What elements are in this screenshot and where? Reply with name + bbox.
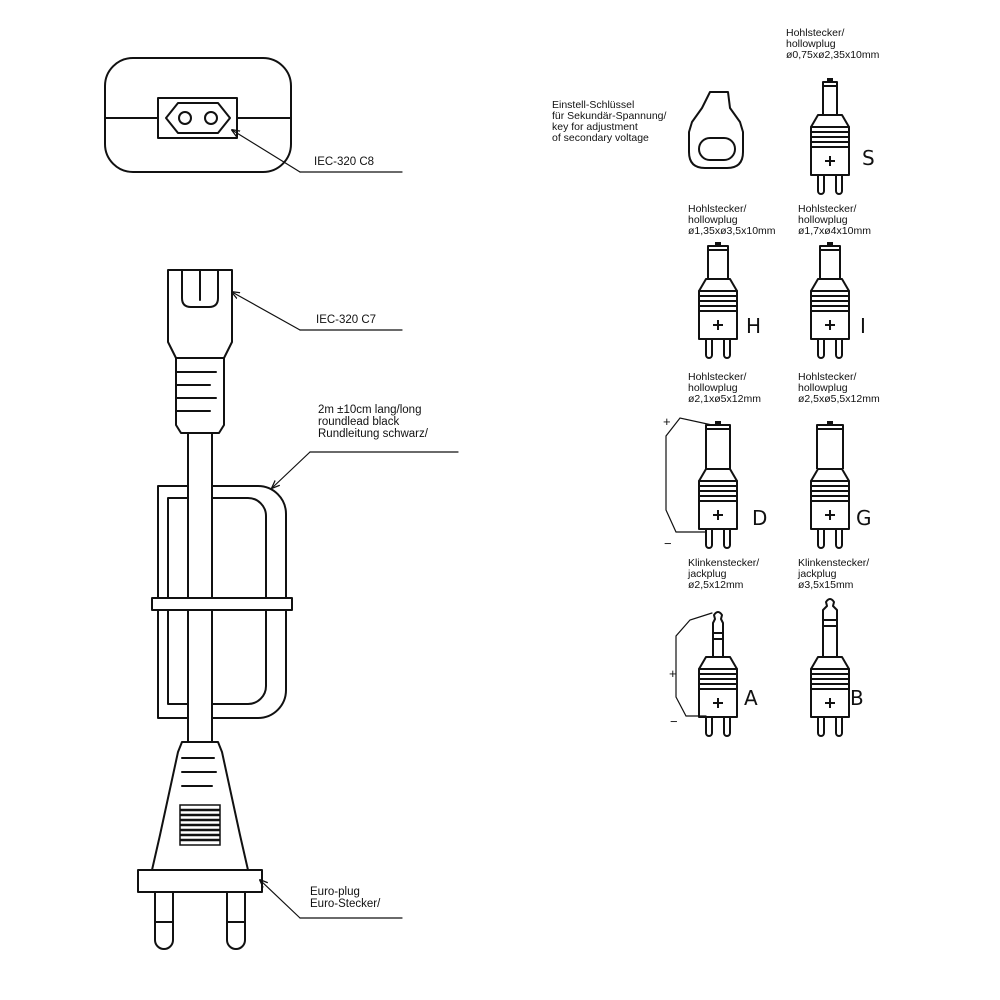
plug-i-drawing: [810, 242, 850, 359]
plug-i-letter: I: [860, 314, 866, 338]
plug-h-letter: H: [746, 314, 762, 338]
plug-h-drawing: [698, 242, 738, 359]
plug-s-letter: S: [862, 146, 875, 170]
iec-c7-connector: [167, 269, 403, 434]
polarity-bracket-a: [675, 612, 713, 717]
adjustment-key-label: Einstell-Schlüssel für Sekundär-Spannung…: [552, 99, 667, 144]
plug-d-minus-sign: −: [664, 536, 672, 551]
plug-a-letter: A: [744, 686, 758, 710]
plug-b-drawing: [810, 598, 850, 737]
plug-a-plus-sign: +: [669, 666, 677, 681]
plug-d-drawing: [698, 421, 738, 549]
plug-d-letter: D: [752, 506, 768, 530]
euro-plug: [137, 741, 403, 950]
polarity-bracket-d: [665, 417, 713, 533]
iec-c7-label: IEC-320 C7: [316, 314, 377, 326]
plug-g-letter: G: [856, 506, 872, 530]
plug-d-plus-sign: +: [663, 414, 671, 429]
iec-c8-label: IEC-320 C8: [314, 156, 375, 168]
plug-b-letter: B: [850, 686, 864, 710]
plug-g-drawing: [810, 421, 850, 549]
plug-s-drawing: [810, 78, 850, 195]
cable-label: 2m ±10cm lang/long roundlead black Rundl…: [318, 404, 428, 440]
plug-a-drawing: [698, 611, 738, 737]
plug-a-minus-sign: −: [670, 714, 678, 729]
cable-loop: [151, 432, 459, 743]
adjustment-key: [688, 91, 744, 169]
iec-c8-socket: [104, 57, 403, 173]
euro-plug-label: Euro-plug Euro-Stecker/: [310, 886, 381, 910]
